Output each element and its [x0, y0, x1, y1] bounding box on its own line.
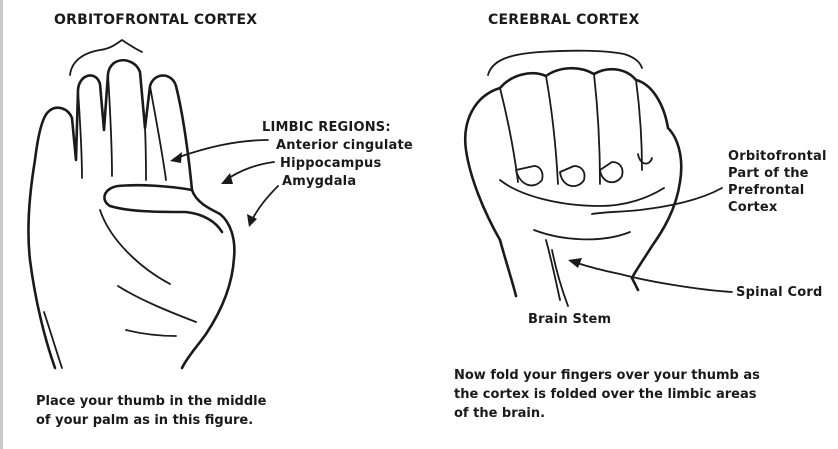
side-label-line-1: Orbitofrontal	[728, 148, 827, 165]
palm-crease-1	[100, 210, 170, 284]
arrow-amygdala	[252, 186, 278, 220]
arrow-head-1	[170, 152, 182, 163]
limbic-item-amygdala: Amygdala	[282, 174, 356, 190]
knuckle-line-2	[546, 76, 558, 184]
limbic-item-anterior-cingulate: Anterior cingulate	[276, 138, 413, 154]
side-label-line-3: Prefrontal	[728, 182, 827, 199]
folded-thumb	[104, 185, 222, 232]
palm-crease-3	[126, 330, 176, 336]
spinal-cord-label: Spinal Cord	[736, 285, 823, 301]
finger-line-3	[145, 128, 146, 180]
arrow-head-spinal	[568, 258, 582, 268]
finger-line-1	[78, 90, 82, 178]
open-hand-illustration	[28, 40, 234, 368]
side-label-line-2: Part of the	[728, 165, 827, 182]
fingernail-4	[638, 154, 652, 164]
wrist-left	[500, 240, 516, 296]
pointer-spinal-cord	[574, 262, 732, 292]
open-hand-outline	[28, 60, 234, 368]
right-caption-line-2: the cortex is folded over the limbic are…	[454, 385, 760, 404]
brain-stem-label: Brain Stem	[528, 312, 611, 328]
limbic-item-hippocampus: Hippocampus	[280, 156, 381, 172]
finger-line-4	[150, 86, 166, 180]
knuckle-line-1	[500, 88, 518, 182]
right-caption: Now fold your fingers over your thumb as…	[454, 366, 760, 423]
orbitofrontal-cortex-label: ORBITOFRONTAL CORTEX	[54, 12, 257, 28]
right-caption-line-3: of the brain.	[454, 404, 760, 423]
wrist-right	[632, 278, 638, 290]
right-caption-line-1: Now fold your fingers over your thumb as	[454, 366, 760, 385]
limbic-regions-heading: LIMBIC REGIONS:	[262, 120, 391, 136]
left-caption-line-1: Place your thumb in the middle	[36, 392, 266, 411]
fingernail-3	[600, 162, 623, 182]
fingernail-1	[516, 166, 543, 185]
orbitofrontal-part-label: Orbitofrontal Part of the Prefrontal Cor…	[728, 148, 827, 216]
left-caption: Place your thumb in the middle of your p…	[36, 392, 266, 430]
finger-line-2	[108, 74, 112, 176]
side-label-line-4: Cortex	[728, 199, 827, 216]
left-top-brace	[70, 40, 142, 75]
fingernail-2	[560, 166, 585, 186]
fist-outline	[465, 68, 681, 278]
arrow-head-3	[247, 214, 257, 227]
right-top-brace	[488, 51, 642, 75]
cerebral-cortex-label: CEREBRAL CORTEX	[488, 12, 640, 28]
arrow-anterior-cingulate	[176, 140, 268, 158]
palm-crease-2	[118, 286, 196, 322]
palm-fold	[534, 230, 630, 239]
wrist-crease	[546, 240, 560, 300]
arrow-hippocampus	[226, 162, 274, 180]
limbic-arrows	[170, 140, 278, 227]
knuckle-line-3	[594, 74, 600, 184]
arrow-head-2	[221, 173, 233, 184]
left-caption-line-2: of your palm as in this figure.	[36, 411, 266, 430]
